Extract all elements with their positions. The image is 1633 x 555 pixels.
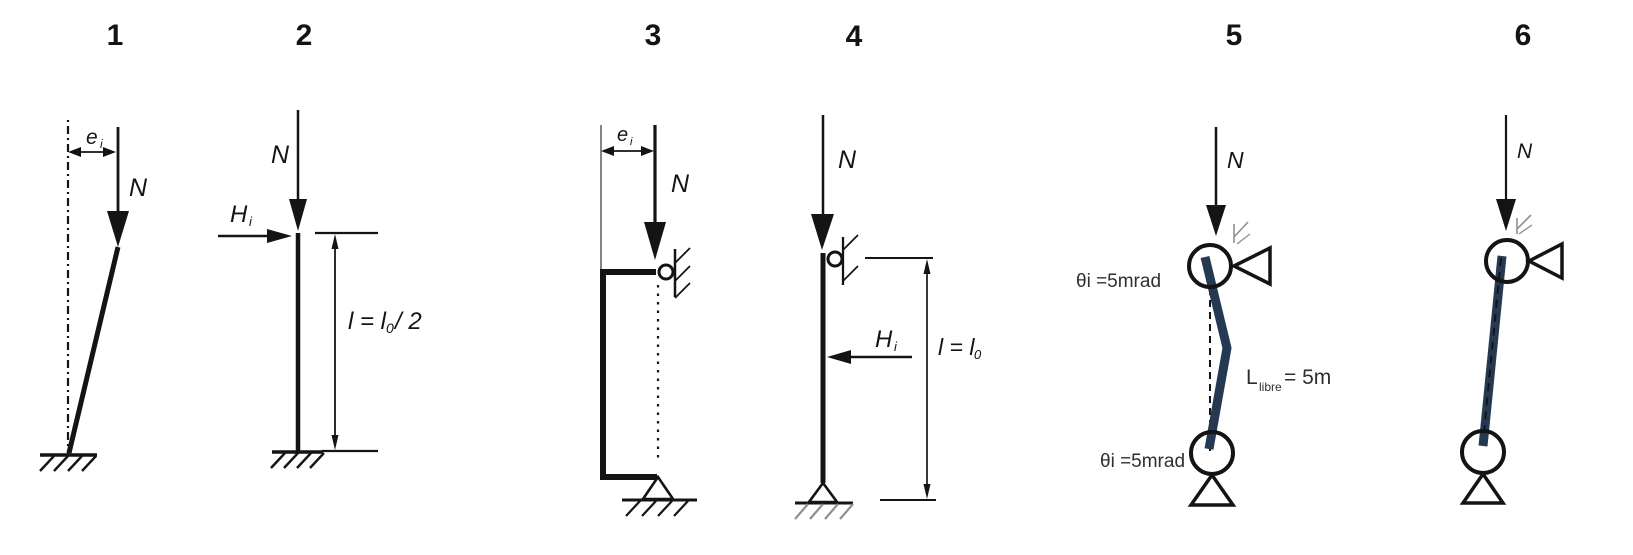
diagram-4-number: 4 [846,20,863,53]
wall-hatch-remnant [1233,221,1251,245]
axial-force-label: N [671,170,690,198]
diagram-1: 1 e i N [39,19,148,472]
free-length-label: L [1246,366,1258,389]
horizontal-force-label: H [230,201,248,228]
axial-force-label: N [129,174,148,202]
eccentricity-label: e [617,124,628,146]
pin-support [622,474,697,517]
diagram-4: 4 N H i l = l 0 [794,20,982,520]
length-label-subscript: 0 [974,347,982,362]
free-length-label-tail: = 5m [1284,366,1331,389]
axial-force-label: N [271,141,290,169]
length-label: l = l [938,334,975,360]
column-member-offset [600,269,657,480]
horizontal-force-label: H [875,326,893,353]
axial-force-arrow [811,115,834,250]
length-label-subscript: 0 [386,320,394,336]
axial-force-arrow [107,127,129,247]
bottom-hinge [1459,429,1507,505]
length-dimension-line [865,257,936,501]
lateral-support-triangle [1525,241,1564,281]
rotation-label-bottom: θi =5mrad [1100,451,1185,472]
top-hinge [1484,238,1564,284]
wall-hatch-remnant [1516,214,1533,235]
member-dashed-centerline [1483,257,1502,433]
pin-support [794,480,854,520]
length-label: l = l [348,308,387,335]
horizontal-force-label-subscript: i [249,214,253,229]
eccentricity-dimension-arrow [68,147,116,157]
diagram-5: 5 N θi =5mrad θi =5mrad L libre [1076,19,1331,507]
free-length-label-subscript: libre [1259,380,1282,394]
diagram-3: 3 e i N [600,19,697,517]
horizontal-force-arrow [218,229,292,243]
top-pin-wall-support [826,234,859,285]
eccentricity-label-subscript: i [630,136,633,148]
bottom-hinge [1187,430,1237,507]
diagram-2: 2 N H i l = l 0 / 2 [218,19,422,469]
axial-force-arrow [644,125,666,260]
axial-force-label: N [838,146,857,174]
diagram-2-number: 2 [296,19,313,52]
eccentricity-label-subscript: i [100,137,103,151]
pin-support-triangle [1459,470,1507,505]
diagram-6: 6 N [1459,19,1564,505]
horizontal-force-arrow [827,350,912,364]
fixed-support-hatching [270,450,325,469]
fixed-support-hatching [39,453,97,472]
axial-force-label: N [1517,140,1533,163]
column-member-inclined [66,246,121,454]
horizontal-force-label-subscript: i [894,339,898,354]
pin-support-triangle [1187,471,1237,507]
diagram-1-number: 1 [107,19,124,52]
diagram-5-number: 5 [1226,19,1243,52]
rotation-label-top: θi =5mrad [1076,271,1161,292]
top-hinge [1187,243,1272,289]
axial-force-arrow [1206,127,1226,236]
axial-force-arrow [289,110,307,231]
axial-force-label: N [1227,147,1244,173]
top-pin-wall-support [657,247,691,299]
lateral-support-triangle [1230,245,1272,287]
axial-force-arrow [1496,115,1516,231]
length-label-tail: / 2 [393,308,422,335]
diagram-6-number: 6 [1515,19,1532,52]
eccentricity-dimension-arrow [601,146,654,156]
eccentricity-label: e [86,126,98,149]
diagram-3-number: 3 [645,19,662,52]
length-dimension-line [315,231,378,453]
